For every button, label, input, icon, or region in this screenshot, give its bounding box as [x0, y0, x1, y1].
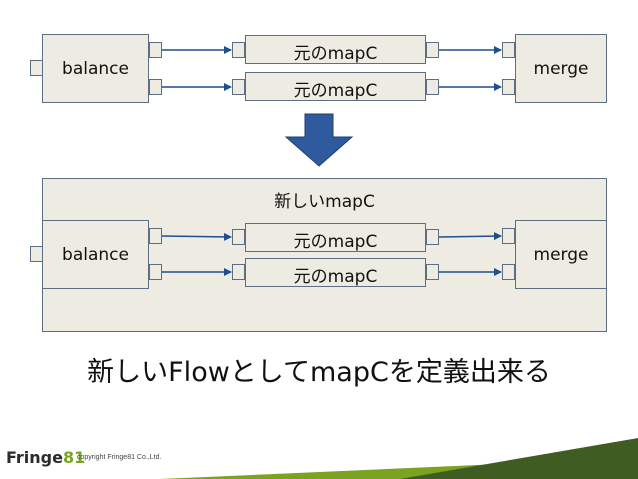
down-arrow-icon — [284, 113, 354, 167]
merge-node: merge — [515, 34, 607, 103]
balance-label: balance — [62, 59, 129, 79]
mapc-label: 元のmapC — [293, 267, 378, 287]
balance-input-port — [30, 60, 43, 76]
mapc-input-port — [232, 42, 245, 58]
logo-text: Fringe — [6, 448, 63, 467]
mapc-node-2: 元のmapC — [245, 72, 426, 101]
footer-stripe — [400, 438, 638, 479]
mapc-node-1: 元のmapC — [245, 223, 426, 252]
mapc-node-2: 元のmapC — [245, 258, 426, 287]
merge-label: merge — [533, 245, 589, 265]
mapc-node-1: 元のmapC — [245, 35, 426, 64]
mapc-input-port — [232, 264, 245, 280]
merge-input-port-1 — [502, 42, 515, 58]
merge-input-port-2 — [502, 264, 515, 280]
merge-input-port-2 — [502, 79, 515, 95]
merge-node: merge — [515, 220, 607, 289]
mapc-output-port — [426, 229, 439, 245]
mapc-label: 元のmapC — [293, 232, 378, 252]
balance-node: balance — [42, 220, 149, 289]
logo-number: 81 — [62, 448, 86, 467]
balance-output-port-2 — [149, 264, 162, 280]
balance-label: balance — [62, 245, 129, 265]
mapc-input-port — [232, 79, 245, 95]
container-title: 新しいmapC — [274, 192, 375, 212]
mapc-label: 元のmapC — [293, 44, 378, 64]
arrow — [438, 232, 502, 241]
balance-output-port-1 — [149, 228, 162, 244]
mapc-output-port — [426, 79, 439, 95]
mapc-output-port — [426, 42, 439, 58]
mapc-input-port — [232, 229, 245, 245]
merge-label: merge — [533, 59, 589, 79]
mapc-label: 元のmapC — [293, 81, 378, 101]
balance-output-port-2 — [149, 79, 162, 95]
copyright-text: copyright Fringe81 Co.,Ltd. — [77, 454, 162, 461]
balance-node: balance — [42, 34, 149, 103]
fringe81-logo: Fringe81 — [6, 448, 85, 467]
arrow — [161, 232, 232, 241]
slide-caption: 新しいFlowとしてmapCを定義出来る — [87, 357, 551, 388]
balance-output-port-1 — [149, 42, 162, 58]
merge-input-port-1 — [502, 228, 515, 244]
mapc-output-port — [426, 264, 439, 280]
balance-input-port — [30, 246, 43, 262]
